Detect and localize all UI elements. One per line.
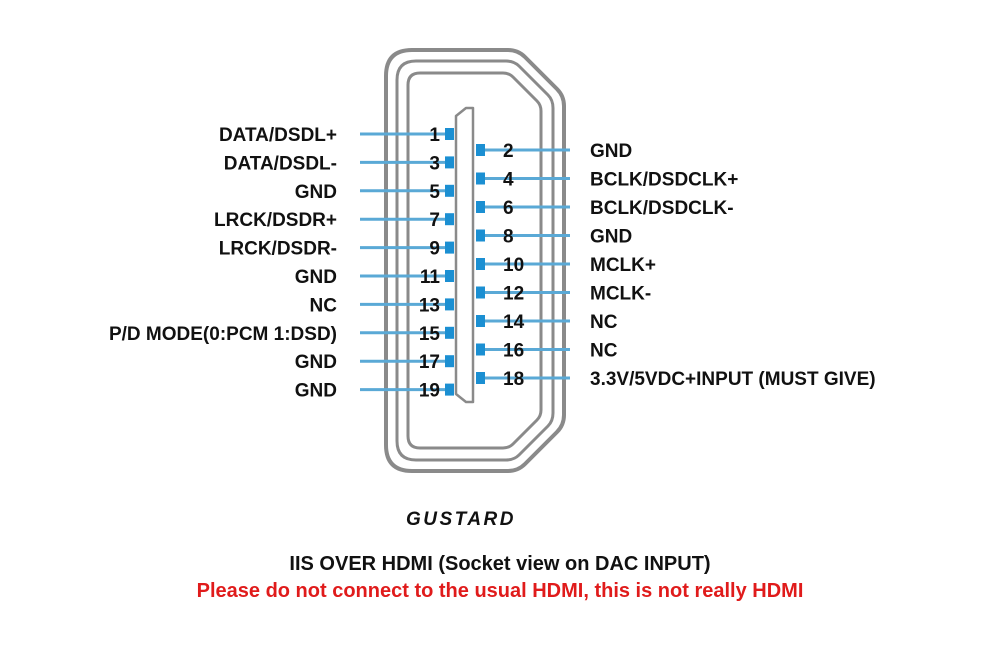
pin-contact [445,184,454,197]
pin-contact [445,128,454,140]
right-pin-6: 6 BCLK/DSDCLK- [476,198,734,219]
pin-contact [445,213,454,226]
pin-contact [476,315,485,327]
pin-label: GND [295,352,337,373]
pin-number: 8 [503,227,514,248]
pin-number: 11 [420,267,441,288]
pin-number: 2 [503,141,514,162]
pin-label: NC [310,295,338,316]
connector-outer-outline [384,48,566,473]
pin-contact [445,156,454,169]
left-pin-19: 19 GND [295,381,454,402]
pin-contact [476,144,485,156]
pin-number: 15 [419,324,441,345]
pin-number: 5 [429,182,440,203]
gustard-logo: GUSTARD [406,509,516,530]
pin-number: 12 [503,284,524,305]
left-pin-9: 9 LRCK/DSDR- [219,239,454,260]
pin-label: GND [295,267,337,288]
right-pin-10: 10 MCLK+ [476,255,656,276]
pin-label: GND [295,182,337,203]
diagram-title: IIS OVER HDMI (Socket view on DAC INPUT) [289,553,711,575]
pin-number: 9 [429,239,440,260]
left-pin-7: 7 LRCK/DSDR+ [214,210,454,231]
right-pin-18: 18 3.3V/5VDC+INPUT (MUST GIVE) [476,369,876,390]
pin-label: DATA/DSDL- [224,153,337,174]
connector-middle-outline [395,59,555,462]
left-pin-group: 1DATA/DSDL+3DATA/DSDL-5GND7LRCK/DSDR+9LR… [109,125,454,402]
pin-number: 17 [419,352,440,373]
pin-number: 3 [429,153,440,174]
left-pin-1: 1 DATA/DSDL+ [219,125,454,146]
right-pin-4: 4 BCLK/DSDCLK+ [476,170,738,191]
pin-number: 14 [503,312,525,333]
right-pin-12: 12 MCLK- [476,284,651,305]
pin-label: MCLK- [590,284,651,305]
pin-contact [476,229,485,242]
right-pin-16: 16 NC [476,341,618,362]
pin-contact [476,172,485,185]
left-pin-5: 5 GND [295,182,454,203]
pin-contact [445,270,454,282]
pin-label: DATA/DSDL+ [219,125,337,146]
pin-number: 16 [503,341,524,362]
pin-contact [476,372,485,384]
pin-contact [445,355,454,368]
pin-label: BCLK/DSDCLK+ [590,170,738,191]
left-pin-17: 17 GND [295,352,454,373]
pin-label: NC [590,341,618,362]
pin-label: BCLK/DSDCLK- [590,198,734,219]
pin-contact [476,286,485,299]
left-pin-13: 13 NC [310,295,454,316]
pin-number: 1 [429,125,440,146]
left-pin-15: 15 P/D MODE(0:PCM 1:DSD) [109,324,454,345]
pin-number: 18 [503,369,524,390]
pin-number: 13 [419,295,440,316]
right-pin-8: 8 GND [476,227,632,248]
left-pin-3: 3 DATA/DSDL- [224,153,454,174]
connector-shell [384,48,566,473]
pin-contact [476,258,485,270]
pin-contact [476,343,485,356]
pin-contact [445,326,454,339]
right-pin-14: 14 NC [476,312,618,333]
pin-label: MCLK+ [590,255,656,276]
pin-number: 4 [503,170,514,191]
pin-number: 10 [503,255,524,276]
pin-contact [445,383,454,396]
pin-label: LRCK/DSDR- [219,239,337,260]
connector-inner-outline [406,71,543,450]
pin-label: GND [590,227,632,248]
pin-label: GND [590,141,632,162]
pin-carrier-tongue [454,106,475,404]
warning-text: Please do not connect to the usual HDMI,… [196,580,804,602]
pin-contact [445,298,454,311]
pin-contact [445,241,454,254]
left-pin-11: 11 GND [295,267,454,288]
pin-label: 3.3V/5VDC+INPUT (MUST GIVE) [590,369,876,390]
pin-number: 19 [419,381,440,402]
right-pin-2: 2 GND [476,141,632,162]
pin-contact [476,201,485,213]
pin-number: 7 [429,210,440,231]
pin-label: GND [295,381,337,402]
pin-number: 6 [503,198,514,219]
pin-label: NC [590,312,618,333]
pin-label: LRCK/DSDR+ [214,210,337,231]
pin-label: P/D MODE(0:PCM 1:DSD) [109,324,337,345]
